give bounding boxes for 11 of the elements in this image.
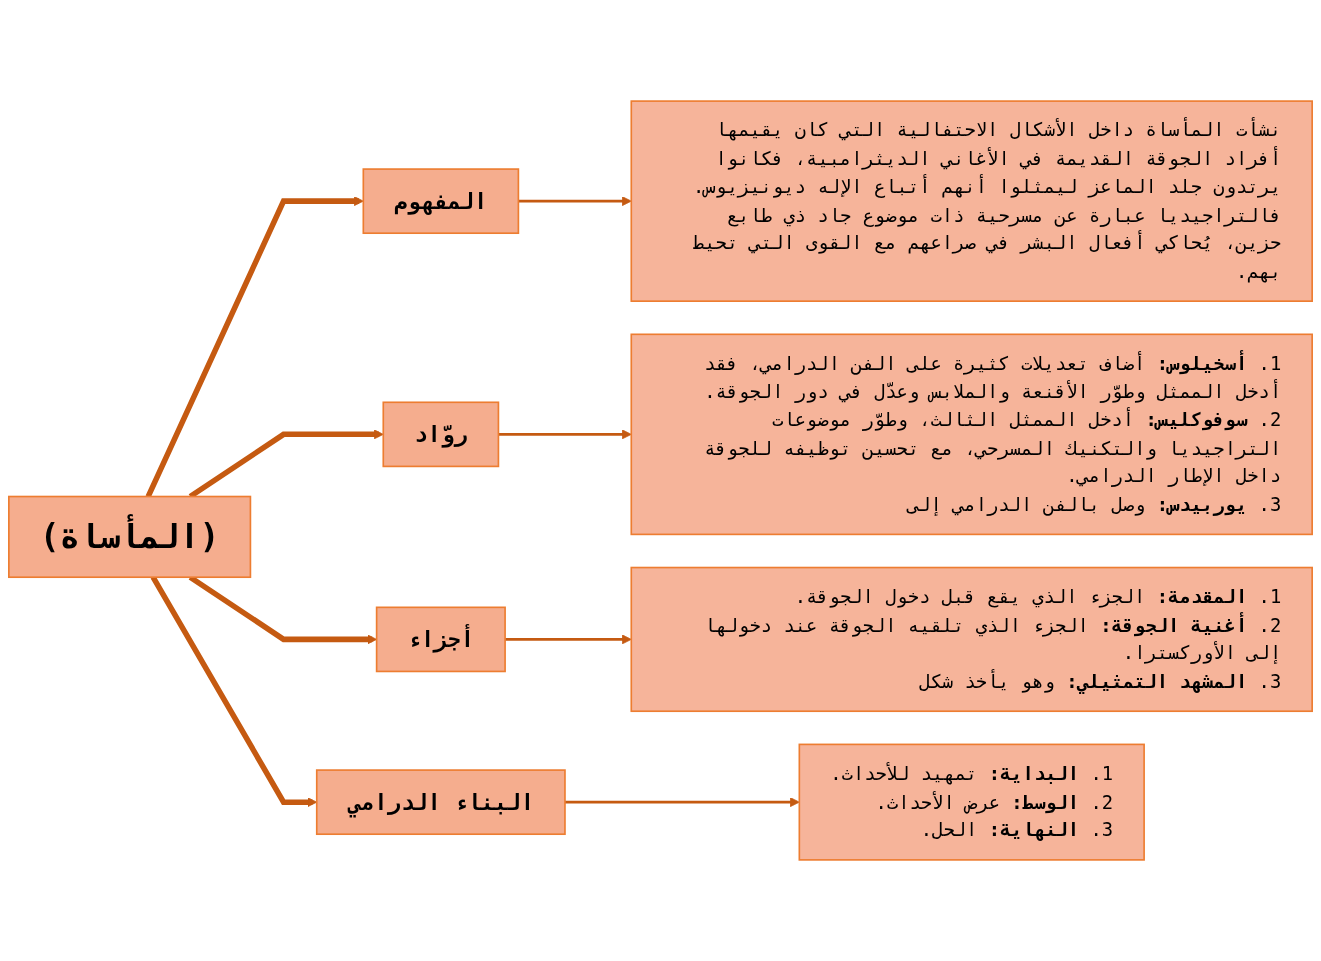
arrow (505, 634, 632, 645)
arrow (498, 429, 632, 440)
node-box: البناء الدرامي (315, 769, 566, 836)
node-box: أجزاء (375, 606, 506, 673)
arrow (145, 196, 364, 498)
node-box: روّاد (382, 401, 500, 468)
arrow (518, 196, 632, 206)
node-box: المفهوم (362, 168, 520, 234)
arrow (564, 797, 800, 807)
node-box: نشأت المأساة داخل الأشكال الاحتفالية التي كان يقيمها أفراد الجوقة القديمة في الأغاني الديثرامبية، فكانوا يرتدون جلد الماعز ليمثلوا أنهم أتباع الإله ديونيزيوس. فالتراجيديا عبارة عن مسرحية ذات موضوع جاد ذي طابع حزين، يُحاكي أفعال البشر في صراعهم مع القوى التي تحيط بهم. (630, 100, 1313, 302)
node-box: (المأساة) (8, 495, 252, 579)
